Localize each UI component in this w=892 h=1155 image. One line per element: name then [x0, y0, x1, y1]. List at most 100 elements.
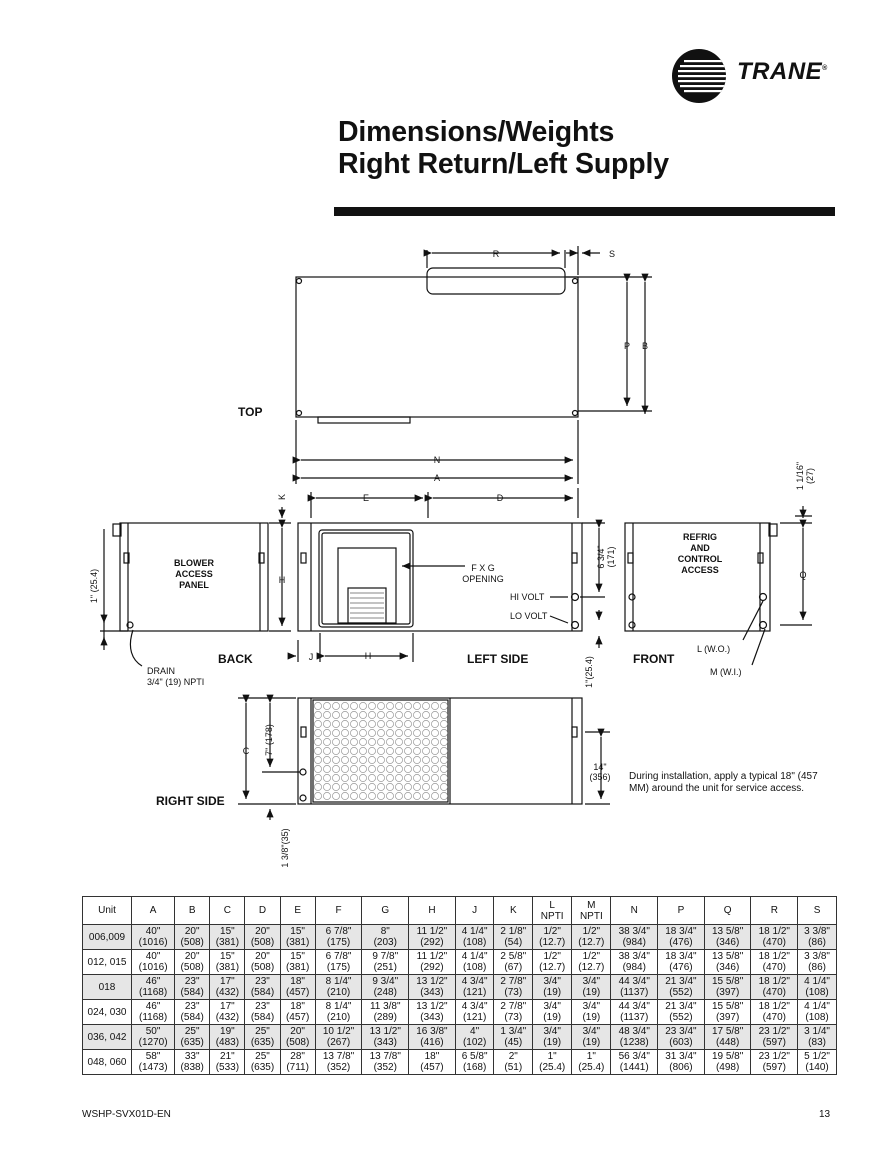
view-label-back: BACK	[218, 652, 253, 666]
dimension-cell: 4 1/4"(108)	[797, 974, 837, 1000]
table-header-cell: Unit	[82, 896, 132, 925]
dim-one-one-sixteenth: 1 1/16"	[795, 462, 805, 490]
dim-c-label: C	[243, 746, 250, 756]
dim-one-inch-side: 1"(25.4)	[584, 656, 594, 688]
dimension-cell: 17 5/8"(448)	[703, 1024, 752, 1050]
blower-panel-line-3: PANEL	[179, 580, 209, 590]
dimension-cell: 56 3/4"(1441)	[610, 1049, 659, 1075]
dimension-cell: 23"(584)	[244, 974, 281, 1000]
mwi-label: M (W.I.)	[710, 667, 742, 677]
dimension-cell: 25"(635)	[174, 1024, 211, 1050]
dimension-cell: 3 3/8"(86)	[797, 949, 837, 975]
dimension-cell: 44 3/4"(1137)	[610, 974, 659, 1000]
dimension-cell: 18 3/4"(476)	[657, 949, 705, 975]
view-label-front: FRONT	[633, 652, 675, 666]
back-view	[100, 507, 291, 667]
dimension-cell: 38 3/4"(984)	[610, 949, 659, 975]
dimension-cell: 19 5/8"(498)	[703, 1049, 752, 1075]
dimension-cell: 17"(432)	[209, 974, 246, 1000]
dimension-cell: 15"(381)	[279, 949, 316, 975]
dimension-cell: 40"(1016)	[130, 924, 176, 950]
dimension-cell: 38 3/4"(984)	[610, 924, 659, 950]
dimension-cell: 8"(203)	[361, 924, 410, 950]
lwo-label: L (W.O.)	[697, 644, 730, 654]
right-side-view	[238, 694, 610, 820]
dimension-cell: 13 7/8"(352)	[361, 1049, 410, 1075]
table-header-cell: N	[610, 896, 659, 925]
dimension-cell: 3/4"(19)	[532, 974, 573, 1000]
dim-six-three-quarter: 6 3/4"	[596, 545, 606, 568]
dimension-cell: 20"(508)	[174, 924, 211, 950]
dimension-cell: 1 3/4"(45)	[493, 1024, 534, 1050]
dimension-cell: 31 3/4"(806)	[657, 1049, 705, 1075]
dimension-cell: 13 5/8"(346)	[703, 924, 752, 950]
dimension-cell: 6 5/8"(168)	[454, 1049, 495, 1075]
dimension-cell: 20"(508)	[244, 924, 281, 950]
dimension-cell: 1/2"(12.7)	[532, 949, 573, 975]
table-header-cell: F	[314, 896, 363, 925]
unit-cell: 036, 042	[82, 1024, 132, 1050]
dim-six-three-quarter-mm: (171)	[606, 546, 616, 567]
dimension-cell: 18 1/2"(470)	[750, 924, 799, 950]
dimension-cell: 50"(1270)	[130, 1024, 176, 1050]
dimension-cell: 4"(102)	[454, 1024, 495, 1050]
dim-fourteen: 14"	[593, 762, 606, 772]
table-header-cell: K	[493, 896, 534, 925]
title-line-2: Right Return/Left Supply	[338, 148, 669, 180]
table-header-cell: Q	[703, 896, 752, 925]
unit-cell: 018	[82, 974, 132, 1000]
dimension-cell: 4 3/4"(121)	[454, 974, 495, 1000]
dimension-cell: 23 3/4"(603)	[657, 1024, 705, 1050]
dimension-cell: 6 7/8"(175)	[314, 949, 363, 975]
dimension-cell: 23"(584)	[174, 974, 211, 1000]
table-header-cell: R	[750, 896, 799, 925]
title-line-1: Dimensions/Weights	[338, 116, 615, 148]
table-header-cell: B	[174, 896, 211, 925]
view-label-top: TOP	[238, 405, 262, 419]
dimension-cell: 1/2"(12.7)	[571, 949, 612, 975]
dimension-cell: 4 1/4"(108)	[454, 924, 495, 950]
dimension-cell: 25"(635)	[244, 1049, 281, 1075]
dimension-cell: 1/2"(12.7)	[571, 924, 612, 950]
dimension-cell: 46"(1168)	[130, 974, 176, 1000]
dimension-cell: 2"(51)	[493, 1049, 534, 1075]
dimension-cell: 3/4"(19)	[571, 974, 612, 1000]
table-header-cell: P	[657, 896, 705, 925]
dimension-cell: 48 3/4"(1238)	[610, 1024, 659, 1050]
dimension-cell: 13 1/2"(343)	[408, 999, 456, 1025]
dimension-cell: 18 1/2"(470)	[750, 949, 799, 975]
table-header-cell: D	[244, 896, 281, 925]
dimension-cell: 2 1/8"(54)	[493, 924, 534, 950]
dimension-cell: 3 1/4"(83)	[797, 1024, 837, 1050]
front-view	[624, 506, 812, 666]
trane-globe-icon	[672, 49, 726, 103]
dimension-cell: 3 3/8"(86)	[797, 924, 837, 950]
dimension-cell: 2 7/8"(73)	[493, 974, 534, 1000]
service-access-note: During installation, apply a typical 18"…	[629, 771, 818, 794]
page-title: Dimensions/Weights Right Return/Left Sup…	[338, 116, 669, 180]
dim-d-label: D	[497, 493, 504, 503]
table-header-cell: G	[361, 896, 410, 925]
dimension-cell: 10 1/2"(267)	[314, 1024, 363, 1050]
dimension-cell: 21 3/4"(552)	[657, 999, 705, 1025]
brand-wordmark: TRANE®	[737, 58, 828, 85]
dimension-cell: 25"(635)	[244, 1024, 281, 1050]
dimension-cell: 3/4"(19)	[532, 1024, 573, 1050]
dim-q-label: Q	[799, 570, 806, 580]
lo-volt-label: LO VOLT	[510, 611, 548, 621]
dim-s-label: S	[609, 249, 615, 259]
dim-r-label: R	[493, 249, 500, 259]
dim-fourteen-mm: (356)	[589, 772, 610, 782]
dimension-cell: 15"(381)	[209, 949, 246, 975]
dimension-cell: 18"(457)	[408, 1049, 456, 1075]
dimension-cell: 16 3/8"(416)	[408, 1024, 456, 1050]
dimension-drawing: R S P B N A E D H H J Q C K 1" (25.4) 1"…	[89, 246, 815, 868]
